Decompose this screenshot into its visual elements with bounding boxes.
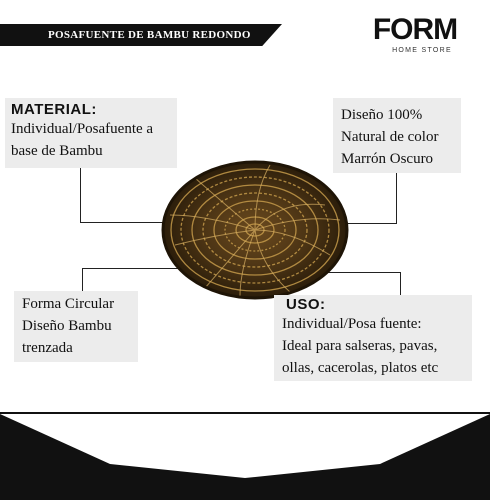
bamboo-placemat-image [161, 160, 349, 300]
shape-box: Forma Circular Diseño Bambu trenzada [14, 291, 138, 362]
shape-line-2: Diseño Bambu [22, 318, 112, 334]
material-line-1: Individual/Posafuente a [11, 121, 154, 137]
title-banner: POSAFUENTE DE BAMBU REDONDO [0, 24, 282, 46]
connector-forma-vertical [82, 268, 83, 292]
shape-line-3: trenzada [22, 340, 73, 356]
usage-heading: USO: [286, 296, 326, 313]
material-line-2: base de Bambu [11, 143, 103, 159]
design-box: Diseño 100% Natural de color Marrón Oscu… [333, 98, 461, 173]
usage-line-2: Ideal para salseras, pavas, [282, 338, 438, 354]
logo-wordmark: FORM [372, 13, 458, 46]
connector-uso-vertical [400, 272, 401, 296]
footer-decoration [0, 412, 490, 500]
design-line-2: Natural de color [341, 129, 439, 145]
material-heading: MATERIAL: [11, 101, 97, 118]
connector-diseno-vertical [396, 172, 397, 224]
logo-tagline: HOME STORE [392, 47, 452, 54]
usage-line-1: Individual/Posa fuente: [282, 316, 422, 332]
brand-logo: FORM HOME STORE [372, 13, 458, 55]
shape-line-1: Forma Circular [22, 296, 115, 312]
connector-forma-horizontal [82, 268, 178, 269]
page-title: POSAFUENTE DE BAMBU REDONDO [48, 29, 251, 41]
connector-material-vertical [80, 168, 81, 223]
connector-material-horizontal [80, 222, 175, 223]
usage-line-3: ollas, cacerolas, platos etc [282, 360, 439, 376]
design-line-1: Diseño 100% [341, 107, 423, 123]
design-line-3: Marrón Oscuro [341, 151, 434, 167]
connector-uso-horizontal [290, 272, 400, 273]
usage-box: USO: Individual/Posa fuente: Ideal para … [274, 295, 472, 381]
material-box: MATERIAL: Individual/Posafuente a base d… [5, 98, 177, 168]
connector-diseno-horizontal [340, 223, 397, 224]
